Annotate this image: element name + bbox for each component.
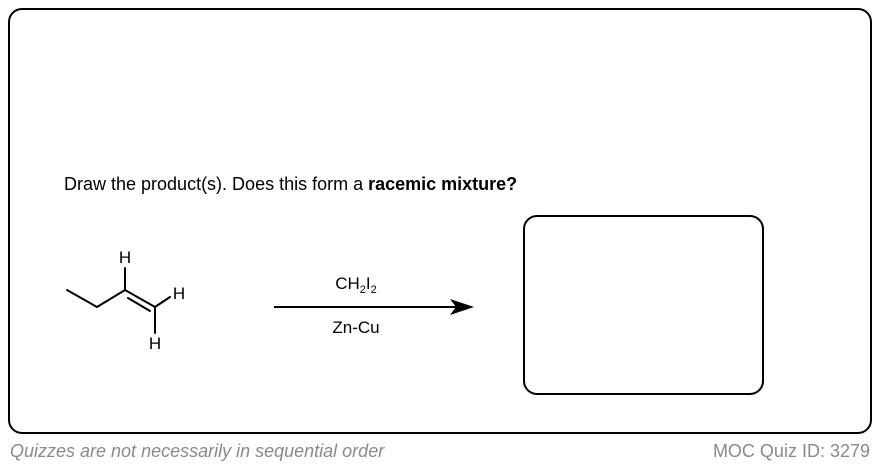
question-prefix: Draw the product(s). Does this form a: [64, 174, 369, 194]
double-bond-outer: [124, 289, 156, 308]
atom-label-h-bottom: H: [149, 334, 161, 353]
atom-label-h-right: H: [173, 284, 185, 303]
bond-c2-c3: [96, 289, 126, 308]
footer-disclaimer: Quizzes are not necessarily in sequentia…: [10, 441, 385, 461]
reaction-arrow: [274, 299, 474, 315]
double-bond-inner: [127, 297, 151, 312]
bond-c4-h-right: [154, 296, 171, 308]
reagent-below: Zn-Cu: [332, 318, 379, 337]
answer-box[interactable]: [523, 215, 764, 395]
footer-quiz-id: MOC Quiz ID: 3279: [712, 441, 870, 461]
alkene-structure: [66, 267, 171, 334]
question-emphasis: racemic mixture?: [368, 174, 518, 194]
atom-label-h-top: H: [119, 248, 131, 267]
reagent-above: CH2I2: [335, 274, 377, 296]
arrow-head: [450, 299, 474, 315]
question-text: Draw the product(s). Does this form a ra…: [64, 174, 517, 195]
bond-c1-c2: [66, 289, 98, 308]
